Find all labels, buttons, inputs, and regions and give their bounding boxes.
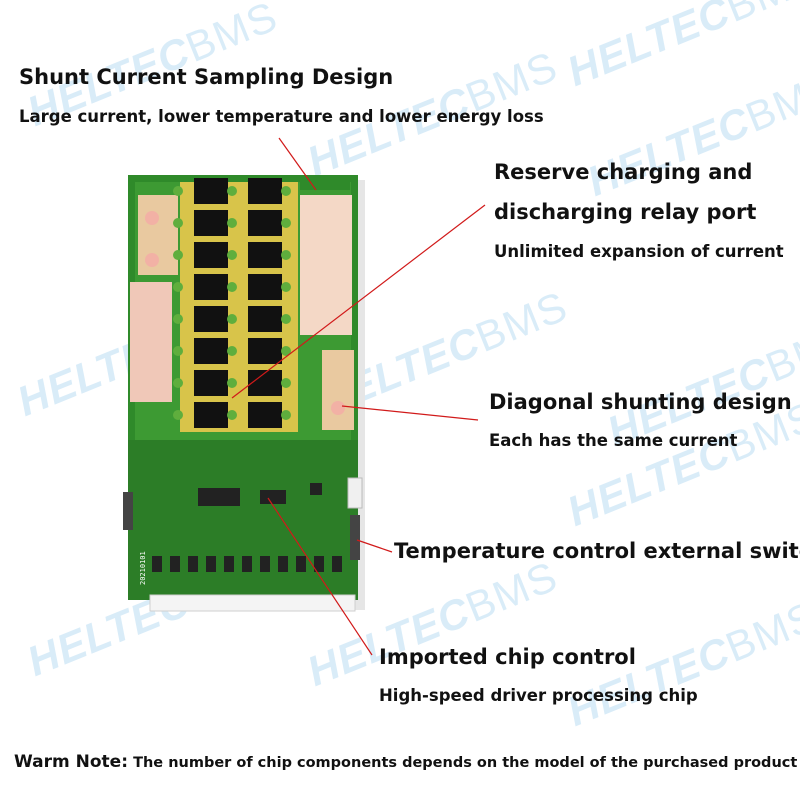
solder-pad	[173, 282, 183, 292]
mosfet	[248, 338, 282, 364]
chip-desc: High-speed driver processing chip	[379, 686, 698, 705]
relay-title-line1: Reserve charging and	[494, 160, 753, 184]
solder-pad	[281, 346, 291, 356]
warm-note-text: The number of chip components depends on…	[133, 755, 798, 771]
solder-pad	[281, 218, 291, 228]
solder-pad	[173, 346, 183, 356]
smd-component	[242, 556, 252, 572]
solder-pad	[227, 314, 237, 324]
board-label-area	[300, 178, 350, 190]
chip	[260, 490, 286, 504]
solder-pad	[281, 282, 291, 292]
copper-hole	[145, 211, 159, 225]
shunt-title: Shunt Current Sampling Design	[19, 65, 394, 89]
smd-component	[332, 556, 342, 572]
mosfet	[248, 370, 282, 396]
copper-hole	[145, 253, 159, 267]
side-pin-header	[350, 515, 360, 560]
copper-pad	[300, 195, 352, 335]
side-pin-header	[123, 492, 133, 530]
solder-pad	[227, 250, 237, 260]
warm-note: Warm Note: The number of chip components…	[14, 752, 797, 772]
pcb-control-section	[128, 440, 358, 600]
smd-component	[170, 556, 180, 572]
solder-pad	[227, 410, 237, 420]
mosfet	[248, 274, 282, 300]
solder-pad	[281, 250, 291, 260]
mosfet	[194, 210, 228, 236]
mosfet	[248, 402, 282, 428]
solder-pad	[227, 218, 237, 228]
smd-component	[278, 556, 288, 572]
mosfet	[194, 370, 228, 396]
copper-pad	[130, 282, 172, 402]
mosfet	[248, 178, 282, 204]
solder-pad	[281, 314, 291, 324]
solder-pad	[173, 250, 183, 260]
diagonal-desc: Each has the same current	[489, 431, 738, 450]
solder-pad	[173, 218, 183, 228]
shunt-desc: Large current, lower temperature and low…	[19, 107, 544, 126]
relay-title-line2: discharging relay port	[494, 200, 757, 224]
mosfet	[194, 338, 228, 364]
smd-component	[224, 556, 234, 572]
temperature-title: Temperature control external switch	[394, 539, 800, 563]
relay-desc: Unlimited expansion of current	[494, 242, 784, 261]
solder-pad	[281, 186, 291, 196]
solder-pad	[227, 346, 237, 356]
mosfet	[248, 242, 282, 268]
copper-pad	[322, 350, 354, 430]
solder-pad	[173, 378, 183, 388]
smd-component	[152, 556, 162, 572]
warm-note-label: Warm Note:	[14, 752, 128, 772]
solder-pad	[281, 410, 291, 420]
solder-pad	[173, 186, 183, 196]
smd-component	[260, 556, 270, 572]
smd-component	[296, 556, 306, 572]
mosfet	[194, 242, 228, 268]
mosfet	[194, 274, 228, 300]
chip	[198, 488, 240, 506]
mosfet	[194, 306, 228, 332]
solder-pad	[227, 378, 237, 388]
mosfet	[194, 178, 228, 204]
solder-pad	[227, 186, 237, 196]
date-code: 20210101	[139, 551, 147, 585]
balance-connector	[149, 594, 356, 612]
solder-pad	[281, 378, 291, 388]
smd-component	[206, 556, 216, 572]
solder-pad	[173, 314, 183, 324]
smd-component	[188, 556, 198, 572]
chip-title: Imported chip control	[379, 645, 636, 669]
smd-component	[314, 556, 324, 572]
chip	[310, 483, 322, 495]
solder-pad	[173, 410, 183, 420]
diagonal-title: Diagonal shunting design	[489, 390, 792, 414]
solder-pad	[227, 282, 237, 292]
mosfet	[248, 306, 282, 332]
mosfet	[248, 210, 282, 236]
side-connector	[347, 477, 363, 509]
mosfet	[194, 402, 228, 428]
copper-hole	[331, 401, 345, 415]
